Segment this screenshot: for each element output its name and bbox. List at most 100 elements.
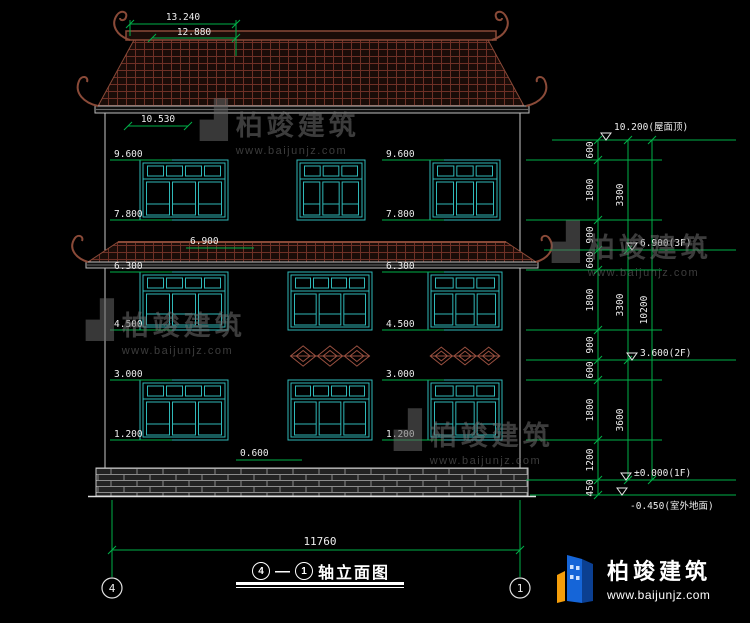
drawing-rect	[427, 271, 503, 331]
bottom-dimension: 11760	[107, 500, 525, 577]
brand-logo: 柏竣建筑 www.baijunjz.com	[552, 551, 711, 605]
drawing-path	[123, 121, 193, 131]
window-pane	[185, 385, 202, 397]
window-casement	[318, 293, 342, 326]
mid-eave-horn-right	[535, 234, 553, 263]
elevation-triangle-icon	[626, 352, 638, 361]
dim-text: 9.600	[114, 149, 143, 160]
window-pane	[331, 385, 347, 397]
diamond-icon	[295, 349, 311, 363]
windows-layer	[139, 159, 503, 441]
brand-name: 柏竣建筑	[607, 559, 712, 584]
diamond-icon	[434, 350, 449, 362]
diamond-icon	[289, 345, 317, 367]
roof-ridge	[125, 30, 497, 41]
window-casement	[455, 401, 475, 436]
drawing-polygon	[97, 39, 525, 107]
window-pane	[166, 385, 183, 397]
stone-base	[88, 467, 536, 498]
dim-text: 7.800	[114, 209, 143, 220]
window-pane	[295, 277, 311, 289]
window-casement	[198, 401, 222, 436]
window-casement	[434, 401, 454, 436]
window-casement	[436, 181, 454, 216]
ridge-ornament-left	[113, 10, 131, 41]
window-pane	[166, 165, 183, 177]
window-pane	[295, 385, 311, 397]
level-labels-mid: 9.600 7.800 6.300 4.500 3.000 1.200 6.90…	[186, 149, 444, 461]
elevation-triangle-icon	[620, 472, 632, 481]
dim-text: 3600	[615, 408, 626, 431]
dim-text: 6.900	[190, 236, 219, 247]
dim-text: 4.500	[114, 319, 143, 330]
window	[296, 159, 366, 221]
grid-bubbles: 4 1	[101, 577, 531, 599]
dim-text: 1800	[585, 398, 596, 421]
window-casement	[343, 293, 367, 326]
window-casement	[476, 293, 496, 326]
drawing-path	[147, 33, 241, 43]
diamond-icon	[453, 346, 477, 366]
elevation-triangle-icon	[616, 487, 628, 496]
window-casement	[294, 293, 317, 326]
window-casement	[318, 401, 342, 436]
elevation-triangle-icon	[626, 242, 638, 251]
title-underline-thin	[236, 587, 404, 588]
dim-text: 6.300	[386, 261, 415, 272]
drawing-rect	[290, 274, 370, 328]
title-text: 轴立面图	[317, 565, 390, 582]
window-casement	[341, 181, 359, 216]
drawing-rect	[139, 379, 229, 441]
drawing-polygon	[86, 241, 538, 263]
window	[287, 271, 373, 331]
drawing-rect	[139, 159, 229, 221]
dim-text: 1.200	[386, 429, 415, 440]
eave-horn-right	[525, 76, 548, 107]
window-pane	[331, 277, 347, 289]
window-pane	[476, 385, 496, 397]
window-pane	[435, 277, 454, 289]
window	[139, 159, 229, 221]
brand-url: www.baijunjz.com	[607, 588, 711, 602]
walls	[104, 113, 521, 468]
dim-text: 1800	[585, 178, 596, 201]
dim-text: 11760	[303, 535, 336, 548]
diamond-icon	[349, 349, 365, 363]
drawing-rect	[432, 162, 498, 218]
window-casement	[476, 181, 494, 216]
window-pane	[313, 277, 329, 289]
window-pane	[204, 277, 221, 289]
drawing-title: 4 — 1 轴立面图	[234, 559, 408, 583]
dim-text: 1.200	[114, 429, 143, 440]
dim-text: 10200	[639, 295, 650, 324]
elevation-triangle-icon	[600, 132, 612, 141]
window-casement	[434, 293, 454, 326]
window	[287, 379, 373, 441]
title-dash: —	[274, 562, 290, 580]
window-pane	[147, 165, 164, 177]
grid-number: 4	[109, 582, 116, 595]
window-pane	[185, 165, 202, 177]
dim-text: 0.600	[240, 448, 269, 459]
dim-text: 3300	[615, 183, 626, 206]
drawing-rect	[299, 162, 363, 218]
window-casement	[198, 181, 222, 216]
drawing-rect	[296, 159, 366, 221]
window-pane	[185, 277, 202, 289]
window-pane	[475, 165, 493, 177]
drawing-rect	[139, 271, 229, 331]
drawing-rect	[427, 379, 503, 441]
dim-text: 9.600	[386, 149, 415, 160]
dim-text: 1200	[585, 448, 596, 471]
window-casement	[476, 401, 496, 436]
right-dimension-chain: 600 1800 900 600 1800 900 600 1800 1200 …	[526, 135, 736, 500]
window-pane	[147, 385, 164, 397]
window-casement	[343, 401, 367, 436]
dim-text: 450	[585, 479, 596, 496]
window	[427, 379, 503, 441]
mid-eave-horn-left	[71, 234, 89, 263]
drawing-path	[623, 135, 633, 485]
window-pane	[304, 165, 321, 177]
elevation-markers: 10.200(屋面顶) 6.900(3F) 3.600(2F) ±0.000(1…	[600, 122, 714, 512]
window-casement	[172, 401, 196, 436]
